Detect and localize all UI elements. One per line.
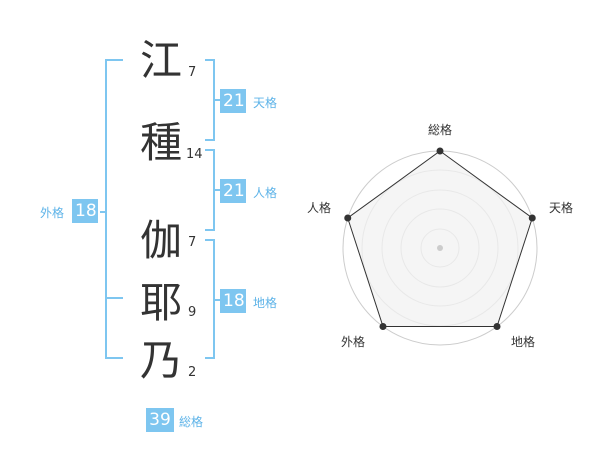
radar-point-gaikaku xyxy=(379,322,387,330)
chikaku-label: 地格 xyxy=(253,296,278,310)
tenkaku-label: 天格 xyxy=(253,96,278,110)
stroke-count-2: 14 xyxy=(186,147,203,162)
radar-label-soukaku: 総格 xyxy=(428,123,453,137)
name-char-3: 伽 xyxy=(140,216,183,265)
radar-label-chikaku: 地格 xyxy=(511,335,536,349)
jinkaku-value-badge: 21 xyxy=(220,179,246,203)
name-char-5: 乃 xyxy=(140,336,183,385)
soukaku-label: 総格 xyxy=(179,415,204,429)
radar-label-tenkaku: 天格 xyxy=(549,201,574,215)
radar-point-chikaku xyxy=(493,322,501,330)
name-char-4: 耶 xyxy=(140,278,183,327)
stroke-count-3: 7 xyxy=(188,235,197,250)
gaikaku-value-badge: 18 xyxy=(72,199,98,223)
tenkaku-value-badge: 21 xyxy=(220,89,246,113)
radar-point-jinkaku xyxy=(344,214,352,222)
soukaku-value-badge: 39 xyxy=(146,408,174,432)
stroke-count-1: 7 xyxy=(188,65,197,80)
stroke-count-5: 2 xyxy=(188,365,197,380)
radar-point-tenkaku xyxy=(528,214,536,222)
jinkaku-label: 人格 xyxy=(253,186,278,200)
gaikaku-label: 外格 xyxy=(40,206,65,220)
radar-value-polygon xyxy=(347,150,533,327)
radar-point-soukaku xyxy=(436,147,444,155)
stroke-count-4: 9 xyxy=(188,305,197,320)
radar-label-jinkaku: 人格 xyxy=(307,201,332,215)
name-char-2: 種 xyxy=(140,118,183,167)
name-char-1: 江 xyxy=(140,36,183,85)
radar-center-dot xyxy=(437,245,443,251)
radar-label-gaikaku: 外格 xyxy=(341,335,366,349)
chikaku-value-badge: 18 xyxy=(220,289,246,313)
